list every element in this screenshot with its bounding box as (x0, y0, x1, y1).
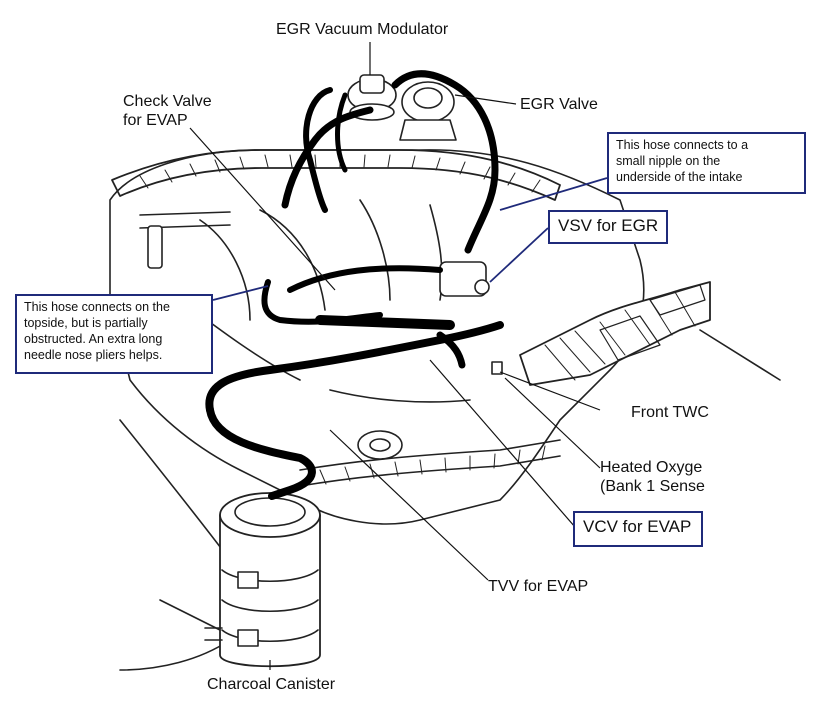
callout-topside-hose: This hose connects on the topside, but i… (15, 294, 213, 374)
callout-topside-hose-line3: obstructed. An extra long (24, 332, 163, 346)
callout-topside-hose-line1: This hose connects on the (24, 300, 170, 314)
callout-intake-hose: This hose connects to a small nipple on … (607, 132, 806, 194)
label-egr-valve: EGR Valve (520, 96, 598, 113)
hose-egr-modulator-valve (391, 70, 499, 254)
label-check-valve-line2: for EVAP (123, 112, 188, 129)
hose-egr-main (281, 106, 374, 209)
label-check-valve-line1: Check Valve (123, 93, 212, 110)
callout-vcv-for-evap: VCV for EVAP (573, 511, 703, 547)
callout-intake-hose-line2: small nipple on the (616, 154, 721, 168)
label-egr-vacuum-modulator: EGR Vacuum Modulator (276, 21, 449, 38)
label-charcoal-canister: Charcoal Canister (207, 676, 336, 693)
label-check-valve: Check Valve for EVAP (123, 92, 212, 130)
label-tvv-for-evap: TVV for EVAP (488, 578, 589, 595)
callout-vsv-for-egr: VSV for EGR (548, 210, 668, 244)
label-heated-oxygen-line2: (Bank 1 Sense (600, 478, 705, 495)
intake-manifold (111, 149, 561, 201)
label-heated-oxygen-sensor: Heated Oxyge (Bank 1 Sense (600, 458, 705, 496)
catalytic-converter (519, 281, 711, 386)
label-heated-oxygen-line1: Heated Oxyge (600, 459, 703, 476)
label-front-twc: Front TWC (631, 404, 709, 421)
callout-intake-hose-line3: underside of the intake (616, 170, 743, 184)
hose-check-valve-loop (303, 87, 333, 213)
hose-evap-main (205, 321, 504, 414)
callout-topside-hose-line4: needle nose pliers helps. (24, 348, 163, 362)
callout-topside-hose-line2: topside, but is partially (24, 316, 148, 330)
callout-intake-hose-line1: This hose connects to a (616, 138, 749, 152)
